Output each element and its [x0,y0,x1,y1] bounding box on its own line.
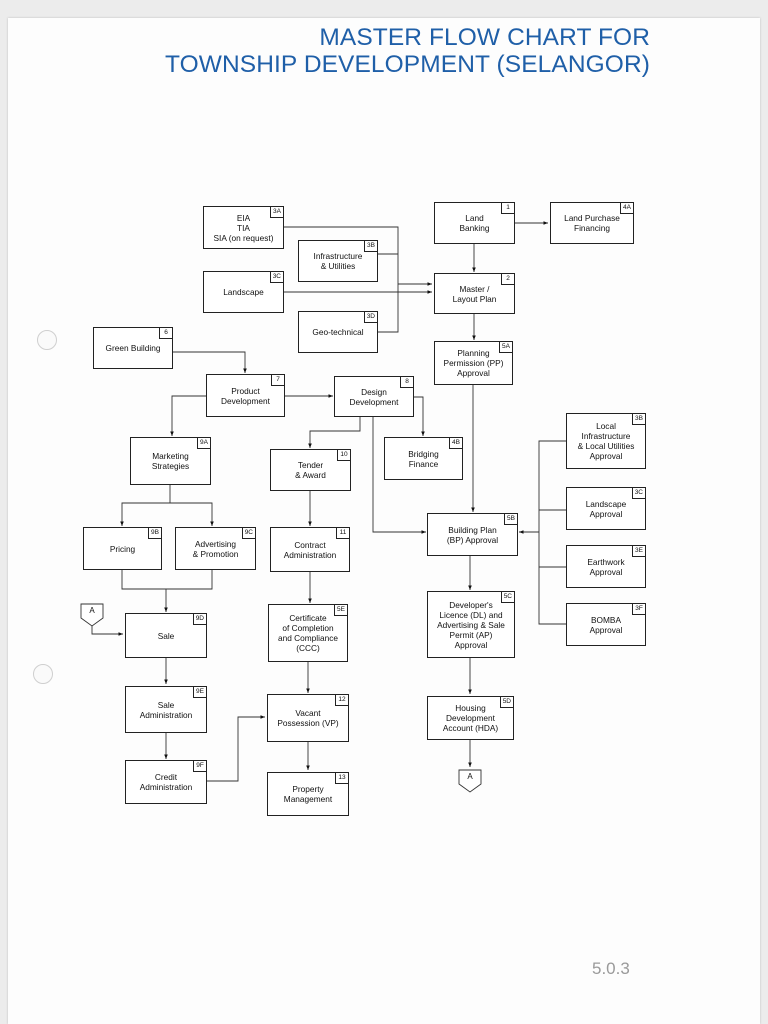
node-5a-planning-permission: 5A Planning Permission (PP) Approval [434,341,513,385]
node-label: Earthwork Approval [587,556,625,577]
node-label: Infrastructure & Utilities [313,251,363,271]
node-tag: 3E [632,546,645,557]
node-3c-landscape: 3C Landscape [203,271,284,313]
node-11-contract-administration: 11 Contract Administration [270,527,350,572]
node-8-design-development: 8 Design Development [334,376,414,417]
node-9c-advertising-promotion: 9C Advertising & Promotion [175,527,256,570]
node-9e-sale-administration: 9E Sale Administration [125,686,207,733]
node-3b-infrastructure-utilities: 3B Infrastructure & Utilities [298,240,378,282]
node-tag: 9C [241,528,255,539]
node-tag: 6 [159,328,172,339]
node-tag: 3C [269,272,283,283]
node-label: Tender & Award [295,460,326,480]
node-tag: 10 [337,450,350,461]
node-5d-housing-development-account: 5D Housing Development Account (HDA) [427,696,514,740]
connector-a-label: A [467,772,473,781]
node-9f-credit-administration: 9F Credit Administration [125,760,207,804]
node-tag: 9B [148,528,161,539]
node-label: Landscape [223,287,264,297]
node-1-land-banking: 1 Land Banking [434,202,515,244]
node-13-property-management: 13 Property Management [267,772,349,816]
node-label: Property Management [283,784,333,804]
node-4b-bridging-finance: 4B Bridging Finance [384,437,463,480]
node-label: Design Development [349,386,399,407]
node-tag: 7 [271,375,284,386]
node-10-tender-award: 10 Tender & Award [270,449,351,491]
node-3b-local-infrastructure-approval: 3B Local Infrastructure & Local Utilitie… [566,413,646,469]
node-tag: 5C [500,592,514,603]
node-label: Pricing [109,543,136,554]
node-tag: 3A [270,207,283,218]
node-label: Landscape Approval [585,498,627,519]
node-3c-landscape-approval: 3C Landscape Approval [566,487,646,530]
node-label: Sale [157,630,175,641]
node-9b-pricing: 9B Pricing [83,527,162,570]
title-line-1: MASTER FLOW CHART FOR [319,24,650,51]
binder-hole [37,330,57,350]
node-tag: 1 [501,203,514,214]
node-12-vacant-possession: 12 Vacant Possession (VP) [267,694,349,742]
page-title: MASTER FLOW CHART FOR TOWNSHIP DEVELOPME… [160,24,650,78]
node-label: Advertising & Promotion [192,538,239,559]
node-tag: 3B [364,241,377,252]
node-tag: 8 [400,377,413,388]
node-tag: 9E [193,687,206,698]
node-4a-land-purchase-financing: 4A Land Purchase Financing [550,202,634,244]
node-label: Building Plan (BP) Approval [446,524,499,545]
node-label: Contract Administration [283,539,337,560]
node-label: BOMBA Approval [589,614,623,635]
node-tag: 9F [193,761,206,772]
binder-hole [33,664,53,684]
node-label: Product Development [221,385,270,406]
connector-a-label: A [89,606,95,615]
node-tag: 9A [197,438,210,449]
title-line-2: TOWNSHIP DEVELOPMENT (SELANGOR) [164,51,650,78]
node-label: Vacant Possession (VP) [277,708,339,728]
node-5e-ccc: 5E Certificate of Completion and Complia… [268,604,348,662]
node-9d-sale: 9D Sale [125,613,207,658]
node-tag: 5D [499,697,513,708]
node-label: Housing Development Account (HDA) [442,703,499,733]
node-7-product-development: 7 Product Development [206,374,285,417]
node-tag: 12 [335,695,348,706]
node-label: Planning Permission (PP) Approval [443,348,504,378]
node-label: Marketing Strategies [151,451,190,471]
node-tag: 2 [501,274,514,285]
node-tag: 5E [334,605,347,616]
node-3e-earthwork-approval: 3E Earthwork Approval [566,545,646,588]
node-tag: 3F [632,604,645,615]
node-label: Land Purchase Financing [564,213,620,233]
node-9a-marketing-strategies: 9A Marketing Strategies [130,437,211,485]
node-label: Master / Layout Plan [452,283,497,304]
node-label: Green Building [105,343,161,353]
node-tag: 5A [499,342,512,353]
node-label: Certificate of Completion and Compliance… [278,613,338,653]
node-label: Credit Administration [139,772,193,792]
node-3d-geo-technical: 3D Geo-technical [298,311,378,353]
node-tag: 9D [192,614,206,625]
node-label: Sale Administration [139,699,193,720]
node-tag: 13 [335,773,348,784]
node-label: Local Infrastructure & Local Utilities A… [577,421,635,461]
node-tag: 3C [631,488,645,499]
node-5c-developers-licence: 5C Developer's Licence (DL) and Advertis… [427,591,515,658]
node-3f-bomba-approval: 3F BOMBA Approval [566,603,646,646]
page-number: 5.0.3 [592,959,630,978]
node-label: Bridging Finance [408,448,439,469]
node-2-master-layout-plan: 2 Master / Layout Plan [434,273,515,314]
node-label: Land Banking [459,213,490,233]
node-label: EIA TIA SIA (on request) [213,212,274,243]
node-tag: 5B [504,514,517,525]
node-tag: 4B [449,438,462,449]
node-label: Geo-technical [312,327,364,337]
node-tag: 11 [336,528,349,539]
node-5b-building-plan-approval: 5B Building Plan (BP) Approval [427,513,518,556]
node-3a-eia-tia-sia: 3A EIA TIA SIA (on request) [203,206,284,249]
node-tag: 3D [363,312,377,323]
node-6-green-building: 6 Green Building [93,327,173,369]
node-tag: 4A [620,203,633,214]
node-tag: 3B [632,414,645,425]
node-label: Developer's Licence (DL) and Advertising… [437,599,505,650]
